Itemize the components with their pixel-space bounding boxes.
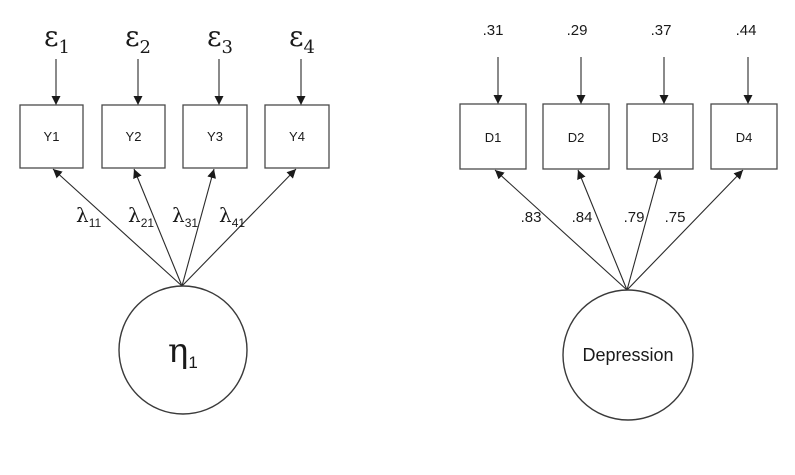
observed-box — [182, 104, 248, 169]
loading-value-d1: .83 — [521, 209, 542, 226]
loading-arrow-4 — [626, 169, 744, 291]
depression-measurement-model: .31 .29 .37 .44 D1 D2 D3 D4 — [459, 22, 778, 421]
loading-arrow-4 — [181, 168, 297, 287]
latent-factor-depression: Depression — [562, 289, 694, 421]
error-symbol: ε — [207, 20, 222, 53]
observed-label: D2 — [568, 130, 585, 145]
observed-variable-d3: D3 — [626, 103, 694, 170]
observed-label: D4 — [736, 130, 753, 145]
observed-label: Y2 — [126, 129, 142, 144]
error-subscript: 1 — [59, 37, 70, 58]
residual-label-d2: .29 — [567, 22, 588, 39]
svg-text:ε4: ε4 — [289, 20, 315, 58]
observed-label: Y1 — [44, 129, 60, 144]
loading-label-1: λ11 — [76, 203, 101, 230]
error-term-4: ε4 — [289, 20, 315, 58]
loading-value-d4: .75 — [665, 209, 686, 226]
observed-box — [459, 103, 527, 170]
loading-label-4: λ41 — [219, 203, 245, 230]
loading-arrow-3 — [181, 168, 216, 287]
observed-box — [710, 103, 778, 170]
error-symbol: ε — [44, 20, 59, 53]
latent-label: η1 — [168, 331, 198, 372]
svg-text:ε2: ε2 — [125, 20, 151, 58]
loading-label-2: λ21 — [128, 203, 154, 230]
error-subscript: 3 — [222, 37, 233, 58]
loading-label-3: λ31 — [172, 203, 198, 230]
residual-label-d4: .44 — [736, 22, 757, 39]
latent-factor-eta: η1 — [118, 285, 248, 415]
svg-text:ε1: ε1 — [44, 20, 70, 58]
observed-label: Y4 — [289, 129, 305, 144]
latent-circle — [562, 289, 694, 421]
loading-arrow-1 — [52, 168, 183, 287]
latent-label: Depression — [582, 345, 673, 365]
observed-variable-d2: D2 — [542, 103, 610, 170]
observed-variable-d1: D1 — [459, 103, 527, 170]
residual-label-d1: .31 — [483, 22, 504, 39]
loading-arrow-1 — [494, 169, 628, 291]
residual-label-d3: .37 — [651, 22, 672, 39]
observed-variable-y3: Y3 — [182, 104, 248, 169]
error-term-2: ε2 — [125, 20, 151, 58]
observed-variable-y4: Y4 — [264, 104, 330, 169]
observed-label: D3 — [652, 130, 669, 145]
observed-box — [626, 103, 694, 170]
observed-box — [101, 104, 166, 169]
observed-label: D1 — [485, 130, 502, 145]
observed-label: Y3 — [207, 129, 223, 144]
loading-value-d3: .79 — [624, 209, 645, 226]
error-subscript: 2 — [140, 37, 151, 58]
loading-value-d2: .84 — [572, 209, 593, 226]
error-term-3: ε3 — [207, 20, 233, 58]
generic-measurement-model: ε1 ε2 ε3 ε4 Y1 Y2 Y3 Y4 — [19, 20, 330, 415]
loading-arrow-2 — [577, 169, 628, 291]
observed-variable-y1: Y1 — [19, 104, 84, 169]
observed-box — [542, 103, 610, 170]
loading-arrow-3 — [626, 169, 662, 291]
error-subscript: 4 — [304, 37, 315, 58]
svg-text:ε3: ε3 — [207, 20, 233, 58]
observed-box — [264, 104, 330, 169]
latent-circle — [118, 285, 248, 415]
loading-arrow-2 — [133, 168, 183, 287]
error-symbol: ε — [125, 20, 140, 53]
error-symbol: ε — [289, 20, 304, 53]
observed-variable-y2: Y2 — [101, 104, 166, 169]
error-term-1: ε1 — [44, 20, 70, 58]
observed-variable-d4: D4 — [710, 103, 778, 170]
observed-box — [19, 104, 84, 169]
